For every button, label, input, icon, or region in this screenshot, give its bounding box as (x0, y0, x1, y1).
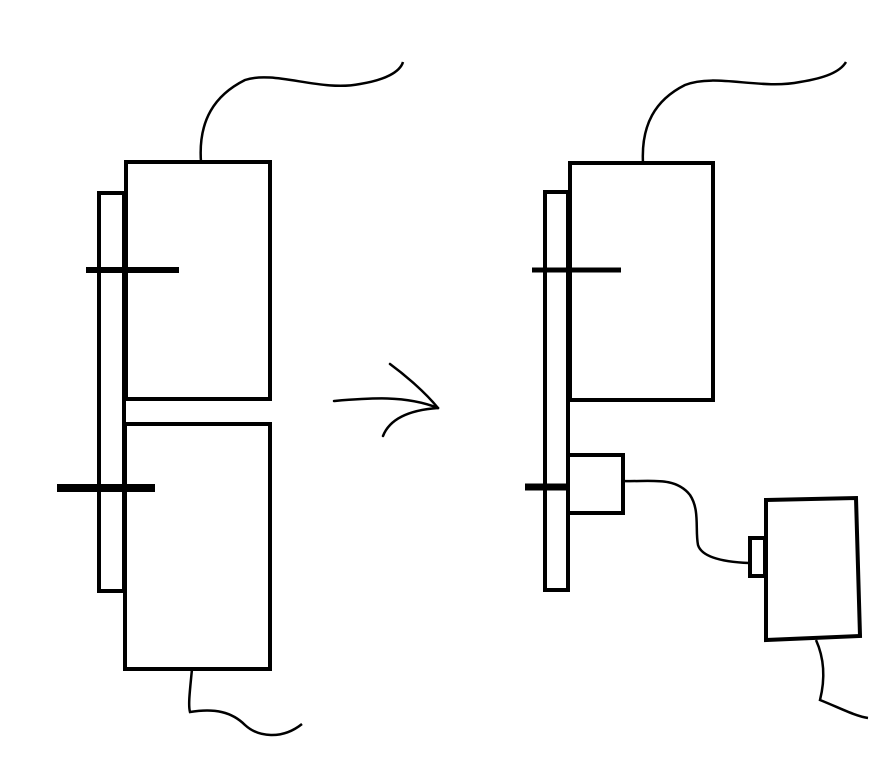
right-upper-block (568, 161, 715, 402)
arrow-shaft (332, 397, 440, 410)
right-arrow-icon (332, 362, 440, 438)
left-bottom-wire (187, 668, 303, 737)
arrow-head-upper (388, 362, 440, 410)
right-assembly (525, 61, 869, 720)
arrow-head-lower (381, 406, 440, 438)
left-upper-block (124, 160, 272, 401)
left-assembly (57, 61, 405, 737)
right-separate-block (764, 495, 863, 643)
left-top-wire (199, 61, 405, 163)
right-small-block (566, 453, 625, 515)
left-lower-block (123, 422, 272, 671)
right-bottom-wire (814, 639, 869, 720)
connecting-wire (622, 479, 750, 565)
right-top-wire (641, 61, 848, 164)
